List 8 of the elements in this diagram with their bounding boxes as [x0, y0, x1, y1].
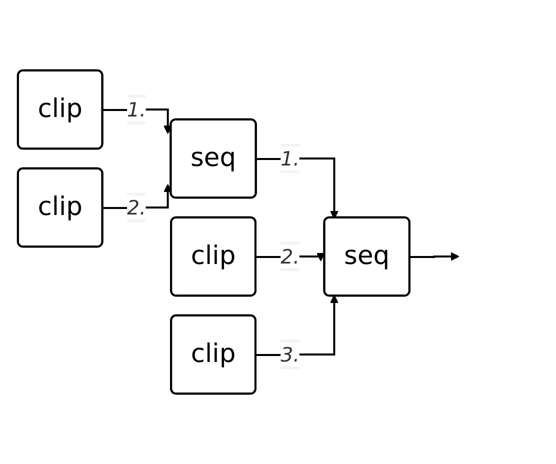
- edge-label: 1.: [280, 146, 300, 170]
- edge-label: 2.: [280, 244, 300, 268]
- edge-label: 2.: [127, 196, 146, 220]
- arrow: [256, 252, 326, 262]
- edge-label: 3.: [280, 342, 300, 366]
- arrow: [410, 252, 460, 261]
- edge-label: 1.: [127, 98, 146, 122]
- arrow: [256, 294, 339, 356]
